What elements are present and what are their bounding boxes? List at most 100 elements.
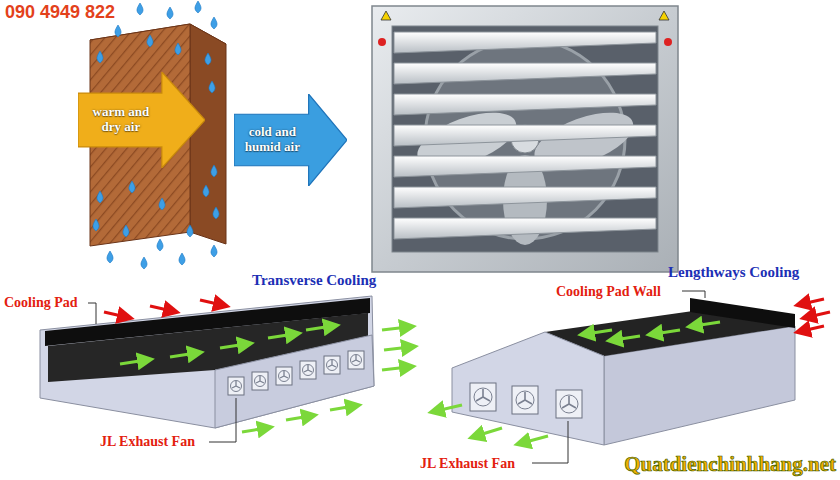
arrow-text-area: cold and humid air xyxy=(238,114,307,166)
section-title: Lengthways Cooling xyxy=(668,264,799,281)
cooling-pad-wall xyxy=(690,298,795,328)
drop xyxy=(141,257,147,269)
drop xyxy=(129,181,135,193)
arrow-label: cold and humid air xyxy=(238,125,307,155)
air-arrow xyxy=(382,367,408,370)
end-wall xyxy=(452,332,604,445)
air-arrow xyxy=(808,312,830,317)
phone-watermark: 090 4949 822 xyxy=(3,2,117,23)
exhaust-fan-box xyxy=(372,6,678,272)
arrow-body xyxy=(234,94,347,186)
air-arrow xyxy=(200,300,222,305)
air-arrow xyxy=(120,360,146,364)
drop xyxy=(211,245,217,257)
hot-air-arrows xyxy=(802,299,830,331)
louver xyxy=(394,32,656,53)
drop xyxy=(97,51,103,63)
air-arrow xyxy=(694,322,720,326)
arrow-label: warm and dry air xyxy=(82,105,160,135)
lengthways-house xyxy=(452,298,795,445)
louver xyxy=(394,187,656,208)
sticker xyxy=(664,38,672,46)
drop xyxy=(211,17,217,29)
cool-air-arrows xyxy=(436,322,720,443)
pad-side xyxy=(190,24,226,244)
part-label: JL Exhaust Fan xyxy=(420,456,515,472)
air-arrow xyxy=(586,330,612,334)
air-arrow xyxy=(220,344,246,348)
warning-sign xyxy=(659,11,669,20)
drop xyxy=(213,207,219,219)
air-arrow xyxy=(522,436,548,443)
drop xyxy=(115,25,121,37)
fan-icon xyxy=(276,367,292,385)
part-label: JL Exhaust Fan xyxy=(100,434,195,450)
fan-icon xyxy=(512,386,538,414)
fan-icon xyxy=(324,356,340,374)
arrow-text-area: warm and dry air xyxy=(82,93,160,147)
drop xyxy=(159,198,165,210)
drop xyxy=(147,35,153,47)
air-arrow xyxy=(306,326,332,330)
drop xyxy=(93,219,99,231)
air-arrow xyxy=(150,306,172,311)
transverse-house xyxy=(40,296,374,428)
arrow-shape xyxy=(78,72,205,168)
text-group: warm and dry air xyxy=(82,105,160,135)
air-arrow xyxy=(802,299,824,304)
arrow-body xyxy=(78,72,205,168)
air-arrow xyxy=(104,312,126,317)
air-arrow xyxy=(286,416,310,420)
fan-icon xyxy=(470,383,496,411)
sticker xyxy=(378,38,386,46)
drop xyxy=(167,7,173,19)
fan-icon xyxy=(252,372,268,390)
leader-lines xyxy=(532,291,705,463)
drop xyxy=(203,185,209,197)
drop xyxy=(107,251,113,263)
air-arrow xyxy=(654,330,680,334)
louver xyxy=(394,218,656,239)
drop xyxy=(175,43,181,55)
drop xyxy=(123,225,129,237)
drop xyxy=(97,191,103,203)
drop xyxy=(195,1,201,13)
air-arrow xyxy=(242,428,266,432)
louver xyxy=(394,63,656,84)
leader-line xyxy=(88,303,96,324)
arrow-node: cold and humid air xyxy=(234,94,347,186)
fan-icon xyxy=(556,390,582,418)
air-arrow xyxy=(382,327,408,330)
fan-icon xyxy=(228,377,244,395)
drop xyxy=(137,3,143,15)
hot-air-arrows xyxy=(104,300,222,317)
louver xyxy=(394,125,656,146)
warning-sign xyxy=(381,11,391,20)
part-label: Cooling Pad Wall xyxy=(556,284,661,300)
leader-line xyxy=(682,291,705,298)
site-watermark: Quatdienchinhhang.net xyxy=(624,452,836,477)
arrow-node: warm and dry air xyxy=(78,72,205,168)
drop xyxy=(211,165,217,177)
drop xyxy=(157,239,163,251)
air-arrow xyxy=(614,336,640,340)
fan-opening xyxy=(392,26,658,252)
part-label: Cooling Pad xyxy=(4,295,78,311)
air-arrow xyxy=(268,334,294,338)
text-group: cold and humid air xyxy=(238,125,307,155)
louver xyxy=(394,94,656,115)
cool-air-arrows xyxy=(120,326,410,432)
drop xyxy=(209,81,215,93)
drop xyxy=(179,253,185,265)
fan-housing xyxy=(372,6,678,272)
leader-line xyxy=(532,421,568,463)
cooling-pad xyxy=(45,298,370,346)
drop xyxy=(205,53,211,65)
leader-lines xyxy=(88,303,236,442)
air-arrow xyxy=(436,405,462,411)
house-body xyxy=(40,296,374,428)
air-arrow xyxy=(330,406,354,410)
air-arrow xyxy=(802,326,824,331)
